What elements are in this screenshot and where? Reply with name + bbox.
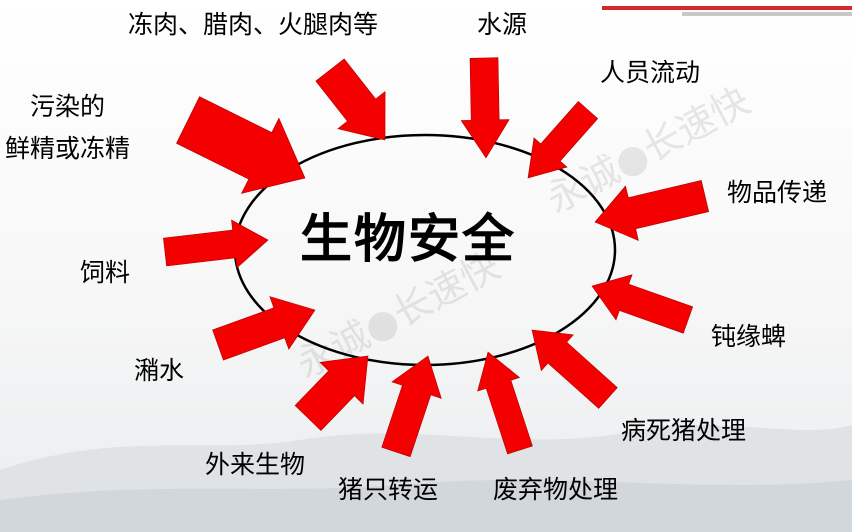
arrow-ticks — [591, 274, 694, 334]
label-pig-transport: 猪只转运 — [338, 475, 439, 504]
label-waste: 废弃物处理 — [493, 475, 619, 504]
arrow-pig-transport — [381, 355, 442, 458]
label-feed: 饲料 — [80, 258, 131, 287]
label-frozen-meat: 冻肉、腊肉、火腿肉等 — [128, 10, 379, 39]
decor-stripe-grey — [682, 12, 852, 16]
arrow-water — [460, 57, 510, 159]
arrow-frozen-meat — [315, 58, 386, 141]
arrow-dead-pigs — [531, 329, 618, 409]
arrow-swill — [212, 296, 316, 361]
label-swill: 潲水 — [134, 356, 185, 385]
arrow-foreign — [294, 355, 369, 431]
label-goods: 物品传递 — [727, 178, 828, 207]
decor-stripe-red — [602, 6, 852, 10]
label-dead-pigs: 病死猪处理 — [621, 416, 747, 445]
label-semen-line1: 污染的 — [30, 92, 106, 121]
label-people: 人员流动 — [600, 58, 701, 87]
label-water: 水源 — [477, 10, 528, 39]
arrow-feed — [163, 219, 269, 269]
label-ticks: 钝缘蜱 — [711, 322, 787, 351]
arrow-waste — [477, 351, 533, 455]
arrow-semen — [176, 96, 306, 194]
arrow-goods — [594, 180, 710, 242]
label-semen-line2: 鲜精或冻精 — [5, 134, 131, 163]
arrow-people — [527, 100, 599, 179]
arrows-group — [163, 57, 710, 458]
center-title: 生物安全 — [300, 210, 517, 270]
label-foreign-organisms: 外来生物 — [205, 450, 306, 479]
